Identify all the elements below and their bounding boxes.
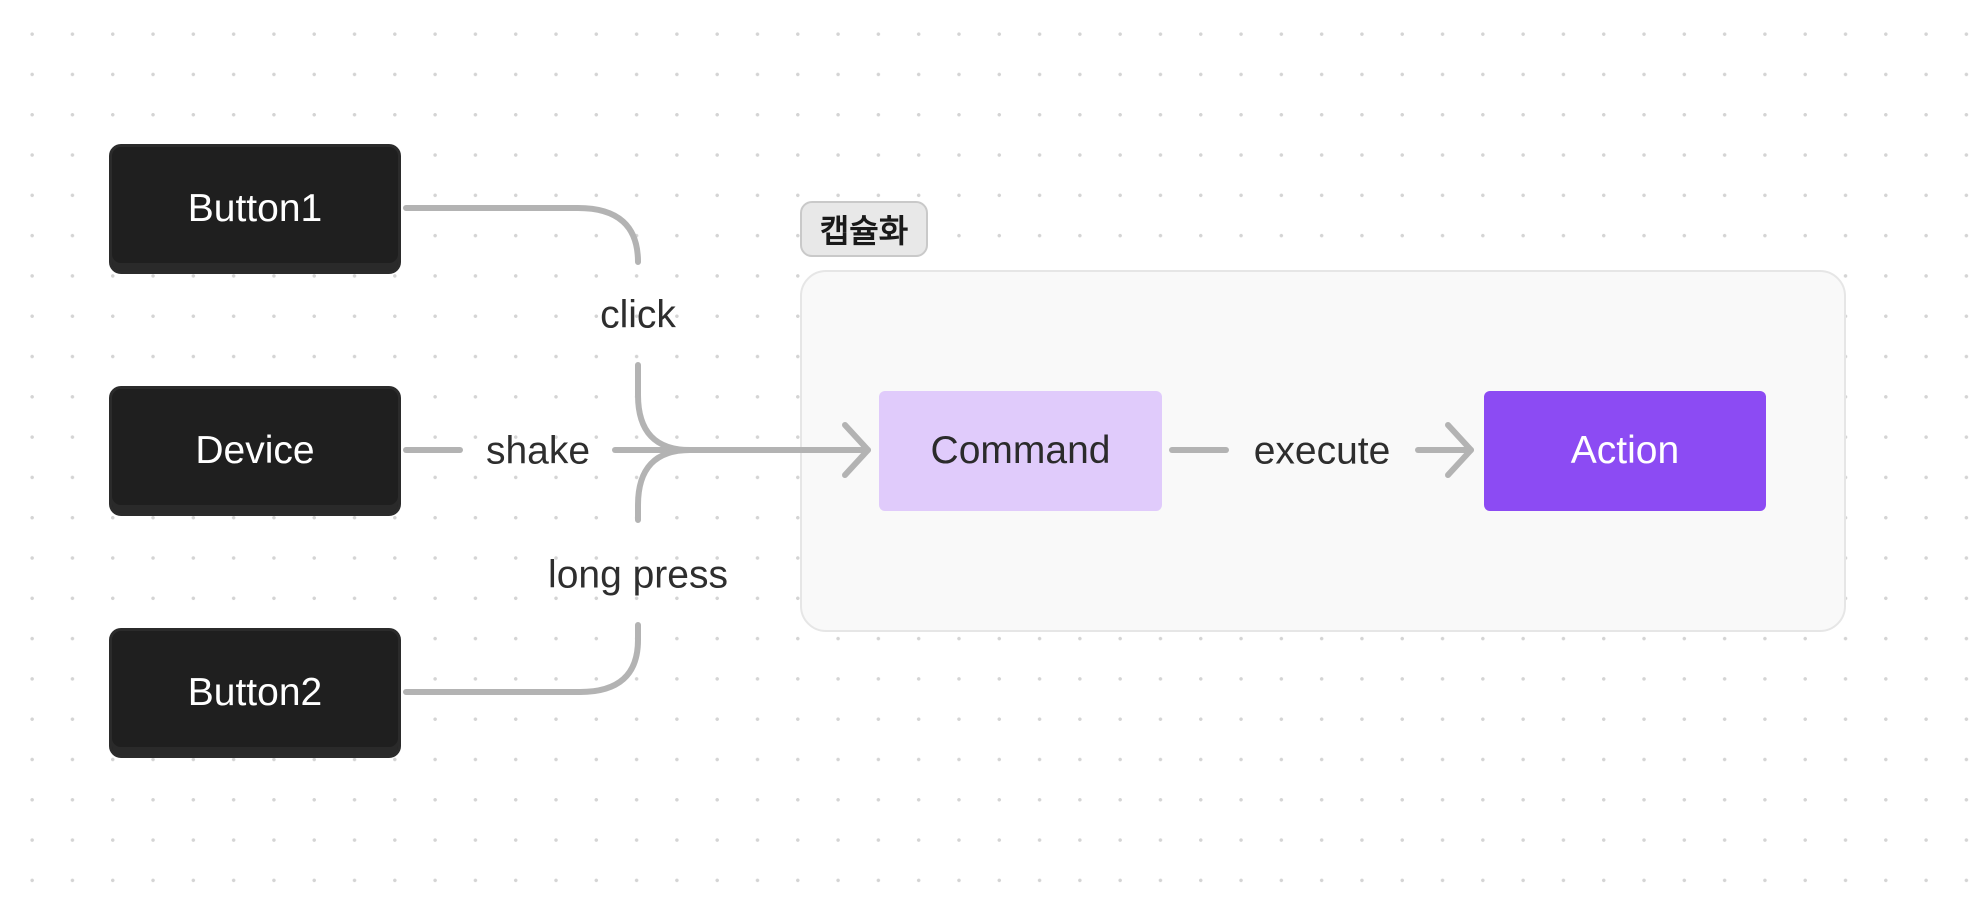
action-node[interactable]: Action: [1484, 391, 1766, 511]
button1-node[interactable]: Button1: [109, 144, 401, 274]
edge-label-long-press: long press: [548, 553, 728, 597]
edge-click-line-top: [403, 205, 641, 265]
edge-label-execute: execute: [1253, 429, 1391, 473]
edge-long-press-line-bottom: [403, 622, 641, 695]
action-arrowhead: [1445, 422, 1474, 478]
button2-node[interactable]: Button2: [109, 628, 401, 758]
command-node[interactable]: Command: [879, 391, 1162, 511]
encapsulation-group-label: 캡슐화: [800, 201, 928, 257]
edge-label-shake: shake: [485, 429, 591, 473]
edge-long-press-line-top: [635, 447, 693, 523]
device-node[interactable]: Device: [109, 386, 401, 516]
edge-click-line-bottom: [635, 362, 693, 453]
edge-label-click: click: [600, 293, 676, 337]
command-arrowhead: [842, 422, 871, 478]
